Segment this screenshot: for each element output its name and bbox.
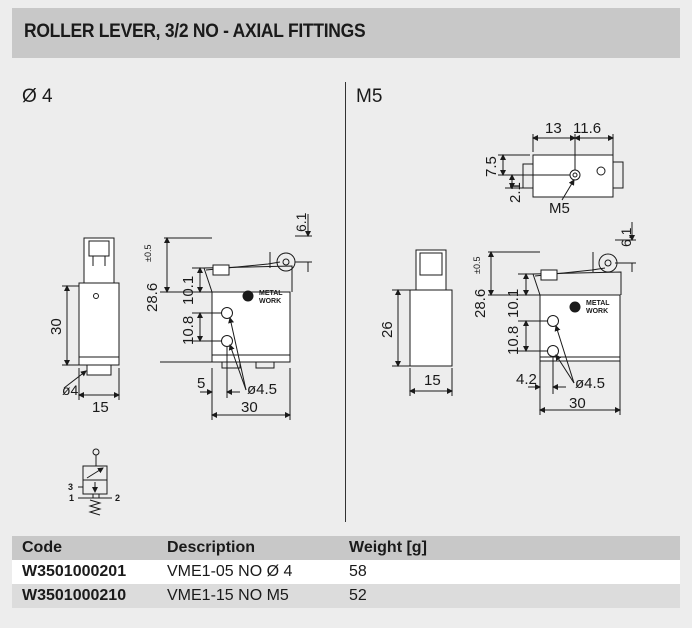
dim-right-4-2: 4.2 — [516, 371, 537, 388]
dim-right-2-1: 2.1 — [507, 182, 524, 203]
symbol-port-1: 1 — [69, 493, 74, 503]
dim-left-10-8: 10.8 — [180, 316, 197, 345]
dim-right-10-1: 10.1 — [505, 289, 522, 318]
symbol-port-3: 3 — [68, 482, 73, 492]
right-side-view — [409, 249, 453, 367]
table-row: W3501000201 VME1-05 NO Ø 4 58 — [12, 560, 680, 584]
logo-right-line1: METAL — [586, 300, 610, 307]
valve-symbol — [78, 448, 112, 516]
dim-right-7-5: 7.5 — [483, 156, 500, 177]
cell-description: VME1-15 NO M5 — [167, 587, 289, 604]
dim-right-6-1: 6.1 — [618, 227, 634, 247]
logo-line2: WORK — [259, 298, 281, 305]
cell-weight: 58 — [349, 563, 367, 580]
dim-left-w30: 30 — [241, 399, 258, 416]
dim-left-d4: ø4 — [62, 382, 79, 398]
header-description: Description — [167, 539, 256, 556]
header-code: Code — [22, 539, 62, 556]
cell-code: W3501000210 — [22, 587, 127, 604]
logo-right-line2: WORK — [586, 308, 608, 315]
right-top-view — [522, 154, 624, 198]
dim-right-tol: ±0.5 — [472, 257, 482, 274]
left-front-view — [203, 252, 296, 369]
table-header-row: Code Description Weight [g] — [12, 536, 680, 560]
left-side-view — [78, 237, 120, 376]
page-title: ROLLER LEVER, 3/2 NO - AXIAL FITTINGS — [24, 21, 366, 42]
product-table: Code Description Weight [g] W3501000201 … — [12, 536, 680, 608]
cell-weight: 52 — [349, 587, 367, 604]
dim-left-28-6: 28.6 — [144, 283, 161, 312]
dim-left-5: 5 — [197, 375, 205, 392]
dim-left-h30: 30 — [48, 318, 65, 335]
section-divider — [345, 82, 346, 522]
dim-right-13: 13 — [545, 120, 562, 137]
dim-left-6-1: 6.1 — [293, 212, 309, 232]
section-label-left: Ø 4 — [22, 86, 53, 107]
dim-right-28-6: 28.6 — [472, 289, 489, 318]
page-header: ROLLER LEVER, 3/2 NO - AXIAL FITTINGS — [12, 8, 680, 58]
dim-left-d4-5: ø4.5 — [247, 381, 277, 398]
section-label-right: M5 — [356, 86, 383, 107]
logo-line1: METAL — [259, 290, 283, 297]
dim-right-w30: 30 — [569, 395, 586, 412]
table-row: W3501000210 VME1-15 NO M5 52 — [12, 584, 680, 608]
cell-code: W3501000201 — [22, 563, 127, 580]
symbol-port-2: 2 — [115, 493, 120, 503]
dim-right-w15: 15 — [424, 372, 441, 389]
cell-description: VME1-05 NO Ø 4 — [167, 563, 293, 580]
dim-right-d4-5: ø4.5 — [575, 375, 605, 392]
dim-left-10-1: 10.1 — [180, 276, 197, 305]
dim-right-m5: M5 — [549, 200, 570, 217]
dim-right-10-8: 10.8 — [505, 326, 522, 355]
header-weight: Weight [g] — [349, 539, 427, 556]
dim-right-h26: 26 — [379, 321, 396, 338]
right-front-view — [532, 252, 622, 362]
dim-left-tol: ±0.5 — [143, 245, 153, 262]
dim-left-w15: 15 — [92, 399, 109, 416]
dim-right-11-6: 11.6 — [573, 120, 601, 137]
